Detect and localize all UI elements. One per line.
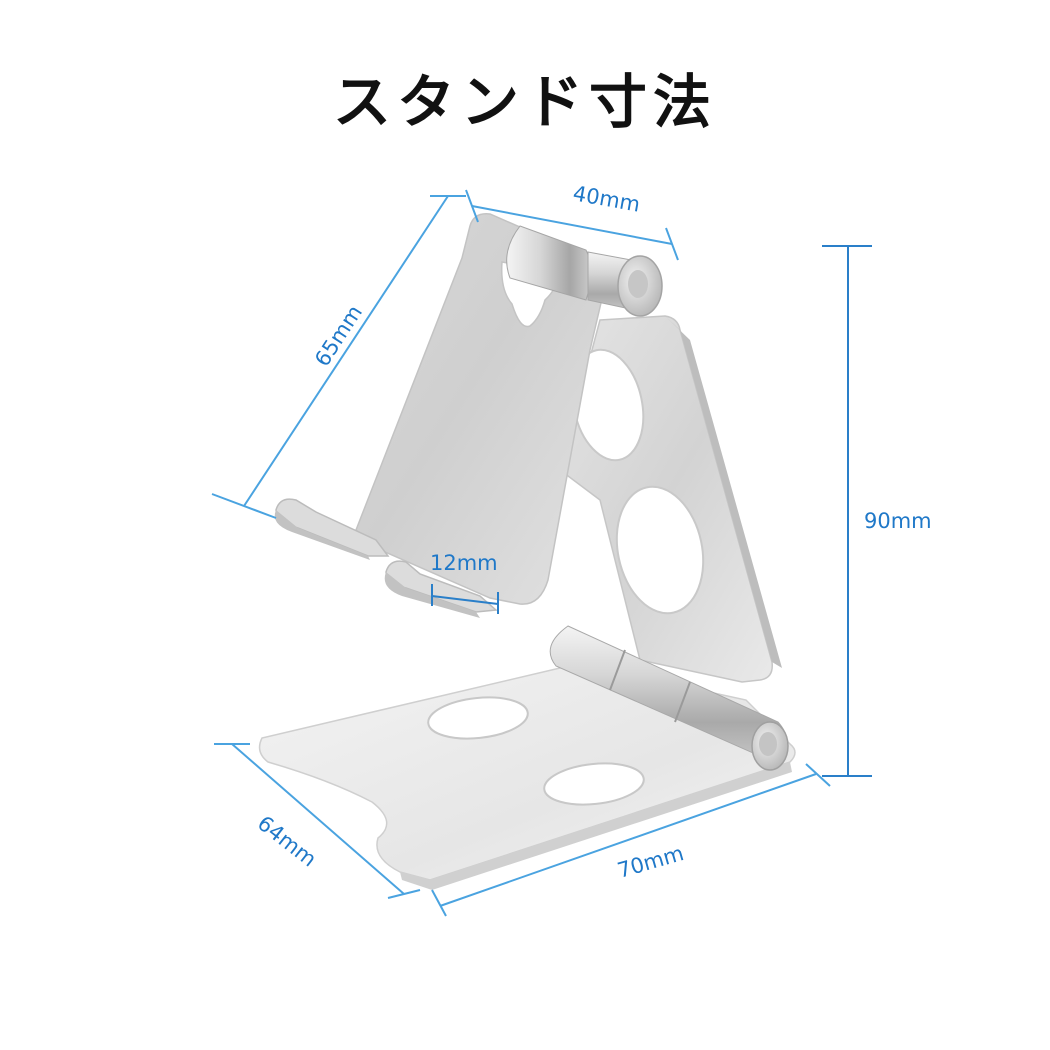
dimension-height: 90mm — [822, 245, 932, 777]
label-65mm: 65mm — [310, 301, 367, 371]
base-plate — [258, 661, 796, 890]
label-90mm: 90mm — [864, 509, 932, 533]
page-title: スタンド寸法 — [332, 68, 717, 136]
base-hole-left — [427, 696, 529, 740]
back-support-plate — [559, 315, 782, 683]
label-64mm: 64mm — [253, 811, 321, 872]
dimension-lip-depth: 12mm — [430, 551, 499, 614]
bottom-hinge — [549, 625, 789, 771]
top-hinge — [506, 225, 663, 317]
label-12mm: 12mm — [430, 551, 498, 575]
back-plate-hole-bottom — [615, 485, 705, 615]
base-hole-right — [543, 762, 645, 806]
label-70mm: 70mm — [615, 841, 687, 883]
label-40mm: 40mm — [571, 181, 642, 216]
